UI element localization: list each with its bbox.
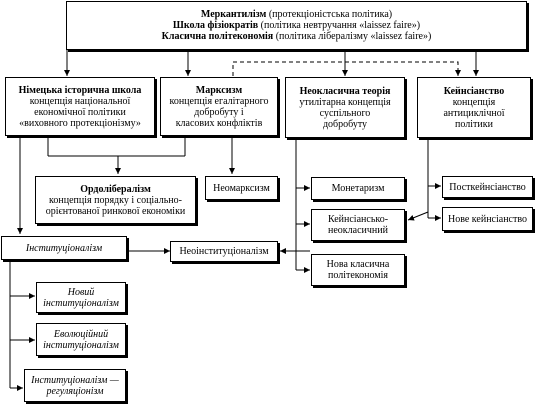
neoinstitutionalism-box: Неоінституціоналізм: [170, 241, 278, 262]
top-box-classical-schools: Меркантилізм (протекціоністська політика…: [66, 1, 527, 50]
neomarxism-box: Неомарксизм: [205, 176, 278, 200]
new-classical-text: Нова класична: [326, 259, 390, 270]
keynesianism-text: політики: [455, 118, 493, 130]
neoinstitutionalism-label: Неоінституціоналізм: [179, 246, 269, 257]
new-institutionalism-box: Новий інституціоналізм: [36, 282, 126, 313]
neoclassical-title: Неокласична теорія: [299, 85, 391, 97]
keynesianism-text: концепція: [452, 96, 496, 108]
institutionalism-label: Інституціоналізм: [25, 242, 103, 254]
marxism-text: концепція егалітарного: [169, 95, 269, 107]
new-institutionalism-text: Новий: [67, 286, 95, 298]
keynesianism-text: антициклічної: [443, 107, 505, 119]
german-school-text: концепція національної: [29, 95, 131, 107]
institutionalism-regulation-text: регуляціонізм: [46, 385, 104, 397]
neoclassical-text: добробуту: [322, 118, 368, 130]
monetarism-box: Монетаризм: [311, 177, 405, 200]
neomarxism-label: Неомарксизм: [213, 182, 270, 194]
keynesian-neoclassical-text: неокласичний: [328, 225, 388, 236]
german-school-text: економічної політики: [34, 106, 126, 118]
marxism-text: класових конфліктів: [175, 117, 263, 129]
top-line-physiocrats: Школа фізіократів (політика невтручання …: [172, 20, 421, 31]
evolutionary-institutionalism-text: Еволюційний: [53, 328, 109, 340]
new-keynesianism-box: Нове кейнсіанство: [442, 207, 533, 231]
ordoliberalism-box: Ордолібералізм концепція порядку і соціа…: [35, 176, 196, 224]
keynesian-neoclassical-box: Кейнсіансько- неокласичний: [311, 209, 405, 241]
german-school-text: «виховного протекціонізму»: [19, 117, 141, 129]
new-keynesianism-label: Нове кейнсіанство: [447, 213, 528, 225]
institutionalism-regulation-text: Інституціоналізм —: [31, 374, 119, 386]
institutionalism-regulation-box: Інституціоналізм — регуляціонізм: [24, 369, 126, 402]
new-institutionalism-text: інституціоналізм: [43, 297, 119, 309]
new-classical-economy-box: Нова класична політекономія: [311, 254, 405, 286]
post-keynesianism-label: Посткейнсіанство: [449, 181, 526, 193]
keynesian-neoclassical-text: Кейнсіансько-: [327, 214, 389, 225]
post-keynesianism-box: Посткейнсіанство: [442, 176, 533, 198]
german-school-title: Німецька історична школа: [18, 84, 142, 96]
institutionalism-box: Інституціоналізм: [1, 236, 127, 260]
ordoliberalism-text: концепція порядку і соціально-: [49, 194, 182, 206]
new-classical-text: політекономія: [327, 270, 388, 281]
evolutionary-institutionalism-text: інституціоналізм: [43, 339, 119, 351]
keynesianism-title: Кейнсіанство: [443, 85, 505, 97]
neoclassical-text: суспільного: [319, 107, 371, 119]
neoclassical-text: утилітарна концепція: [299, 96, 391, 108]
ordoliberalism-text: орієнтованої ринкової економіки: [45, 205, 186, 217]
monetarism-label: Монетаризм: [331, 183, 385, 194]
neoclassical-theory-box: Неокласична теорія утилітарна концепція …: [285, 77, 405, 138]
german-historical-school-box: Німецька історична школа концепція націо…: [5, 77, 155, 136]
top-line-classical-economy: Класична політекономія (політика ліберал…: [161, 31, 432, 42]
keynesianism-box: Кейнсіанство концепція антициклічної пол…: [417, 77, 531, 138]
marxism-text: добробуту і: [194, 106, 244, 118]
marxism-title: Марксизм: [195, 84, 243, 96]
top-line-mercantilism: Меркантилізм (протекціоністська політика…: [200, 9, 393, 20]
ordoliberalism-title: Ордолібералізм: [80, 183, 151, 195]
marxism-box: Марксизм концепція егалітарного добробут…: [160, 77, 278, 136]
evolutionary-institutionalism-box: Еволюційний інституціоналізм: [36, 323, 126, 356]
